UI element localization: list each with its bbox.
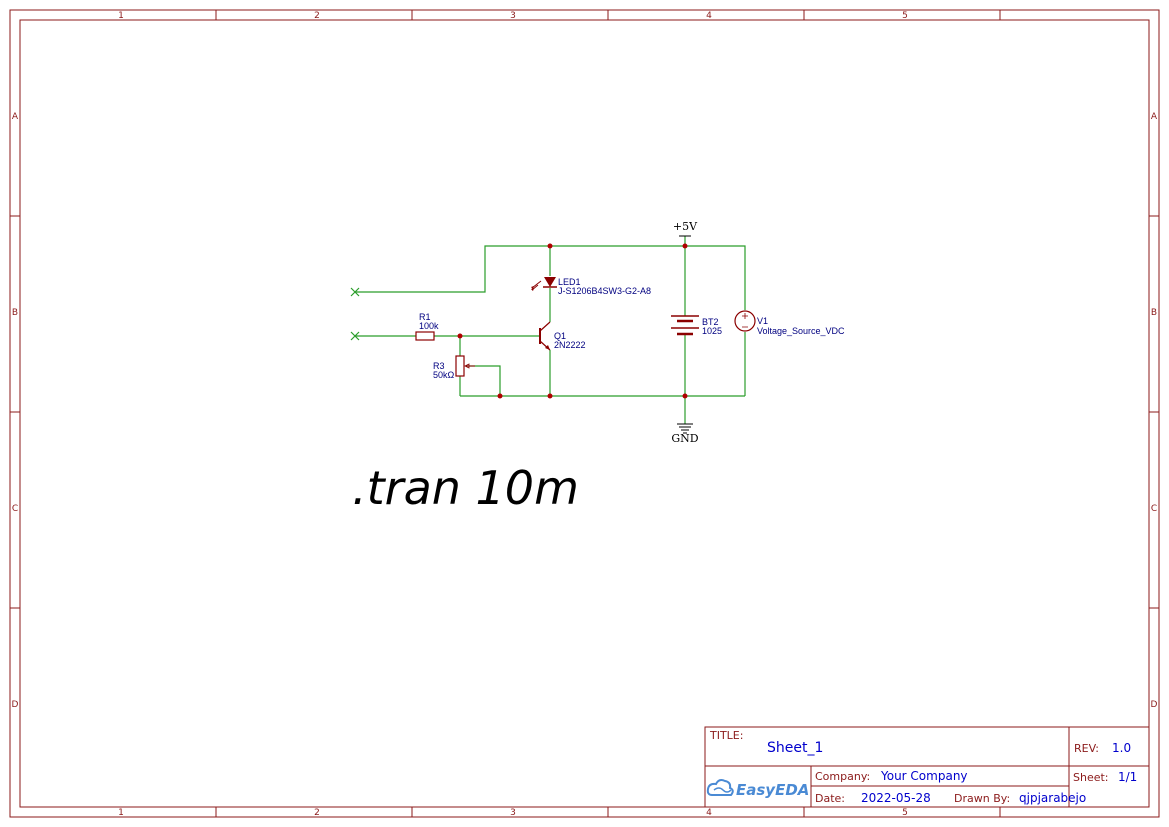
- row-label: B: [12, 308, 18, 318]
- junction-dot: [497, 393, 503, 399]
- row-label: C: [1151, 504, 1157, 514]
- r1-ref: R1: [419, 312, 431, 322]
- junction-dot: [682, 243, 688, 249]
- company-value: Your Company: [880, 769, 968, 783]
- spice-directive[interactable]: .tran 10m: [352, 461, 579, 515]
- rev-value: 1.0: [1112, 741, 1131, 755]
- r3-symbol[interactable]: R3 50kΩ: [433, 355, 475, 380]
- led1-value: J-S1206B4SW3-G2-A8: [558, 286, 651, 296]
- polarity-icon: [742, 313, 748, 328]
- column-label: 3: [510, 808, 516, 818]
- row-label: A: [12, 112, 19, 122]
- led1-ref: LED1: [558, 277, 581, 287]
- v1-value: Voltage_Source_VDC: [757, 326, 845, 336]
- row-label: B: [1151, 308, 1157, 318]
- wire: [355, 245, 746, 310]
- junctions: [457, 243, 688, 399]
- bt2-symbol[interactable]: BT2 1025: [671, 315, 722, 336]
- rev-label: REV:: [1074, 742, 1099, 755]
- junction-dot: [547, 243, 553, 249]
- column-label: 1: [118, 808, 124, 818]
- gnd-label: GND: [671, 432, 698, 445]
- column-label: 1: [118, 11, 124, 21]
- column-label: 5: [902, 11, 908, 21]
- v1-ref: V1: [757, 316, 768, 326]
- no-connect-markers: [350, 287, 360, 341]
- row-label: A: [1151, 112, 1158, 122]
- column-label: 3: [510, 11, 516, 21]
- r3-value: 50kΩ: [433, 370, 455, 380]
- column-label: 4: [706, 808, 712, 818]
- vcc-label: +5V: [673, 220, 698, 233]
- sheet-title: Sheet_1: [767, 740, 823, 756]
- led1-symbol[interactable]: LED1 J-S1206B4SW3-G2-A8: [531, 277, 651, 296]
- row-label: D: [12, 700, 19, 710]
- no-connect-icon: [350, 331, 360, 341]
- row-label: D: [1151, 700, 1158, 710]
- v1-symbol[interactable]: V1 Voltage_Source_VDC: [734, 310, 845, 336]
- date-value: 2022-05-28: [861, 791, 931, 805]
- drawn-by-label: Drawn By:: [954, 792, 1010, 805]
- junction-dot: [682, 393, 688, 399]
- column-label: 2: [314, 808, 320, 818]
- column-label: 5: [902, 808, 908, 818]
- sheet-frame: 1 2 3 4 5 1 2 3 4 5 A B C D A B C D: [9, 9, 1160, 818]
- q1-ref: Q1: [554, 331, 566, 341]
- cloud-icon: [706, 779, 734, 796]
- title-label: TITLE:: [709, 729, 743, 742]
- title-block: TITLE: Sheet_1 REV: 1.0 Company: Your Co…: [704, 726, 1150, 808]
- q1-symbol[interactable]: Q1 2N2222: [539, 321, 586, 351]
- emitter-arrow-icon: [545, 345, 550, 350]
- sheet-label: Sheet:: [1073, 771, 1109, 784]
- date-label: Date:: [815, 792, 845, 805]
- easyeda-logo: EasyEDA: [706, 779, 809, 799]
- drawn-by-value: qjpjarabejo: [1019, 791, 1086, 805]
- column-label: 4: [706, 11, 712, 21]
- r1-symbol[interactable]: R1 100k: [415, 312, 439, 341]
- sheet-value: 1/1: [1118, 770, 1137, 784]
- bt2-value: 1025: [702, 326, 722, 336]
- led-triangle: [544, 277, 556, 287]
- column-label: 2: [314, 11, 320, 21]
- junction-dot: [547, 393, 553, 399]
- junction-dot: [457, 333, 463, 339]
- r1-value: 100k: [419, 321, 439, 331]
- wire: [466, 365, 501, 396]
- no-connect-icon: [350, 287, 360, 297]
- bt2-ref: BT2: [702, 317, 719, 327]
- q1-value: 2N2222: [554, 340, 586, 350]
- vcc-net-flag[interactable]: +5V: [673, 220, 698, 237]
- gnd-symbol[interactable]: GND: [671, 423, 699, 445]
- wires: [355, 236, 746, 424]
- company-label: Company:: [815, 770, 870, 783]
- r3-ref: R3: [433, 361, 445, 371]
- logo-text: EasyEDA: [736, 781, 809, 799]
- row-label: C: [12, 504, 18, 514]
